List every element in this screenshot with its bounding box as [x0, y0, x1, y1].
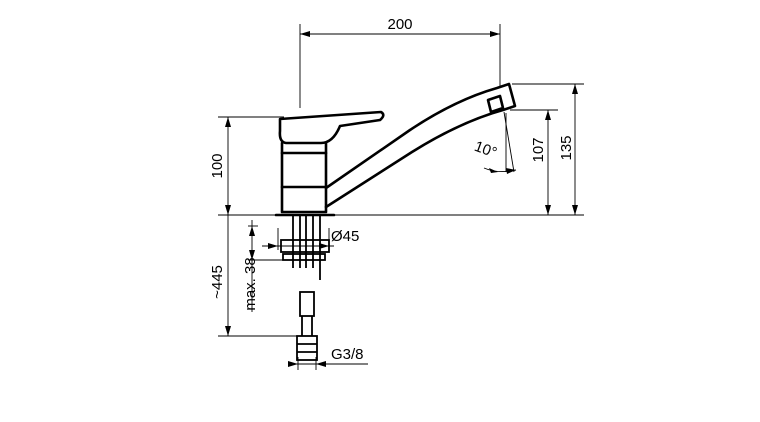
- hose-connector-nut: [296, 335, 318, 361]
- cartridge-housing: [280, 141, 328, 214]
- dimension-label-hose-length: ~445: [209, 265, 226, 299]
- dimension-label-body-height: 100: [209, 153, 226, 178]
- dimension-arrowheads: [225, 31, 578, 367]
- spout-arm: [324, 82, 517, 209]
- dimension-label-base-diameter: Ø45: [331, 228, 359, 245]
- hose-fitting: [299, 291, 315, 317]
- dimension-label-reach: 200: [387, 16, 412, 33]
- dimension-label-total-height: 135: [558, 135, 575, 160]
- mounting-hardware: [280, 215, 330, 361]
- lever-handle: [278, 110, 385, 145]
- lock-nut: [282, 253, 326, 261]
- dimension-label-angle: 10°: [472, 138, 499, 162]
- dimension-label-deck-thickness: max. 38: [242, 257, 259, 310]
- dimension-lines: [218, 24, 584, 370]
- dimension-label-outlet-height: 107: [530, 137, 547, 162]
- aerator: [486, 94, 505, 114]
- dimension-label-thread: G3/8: [331, 346, 364, 363]
